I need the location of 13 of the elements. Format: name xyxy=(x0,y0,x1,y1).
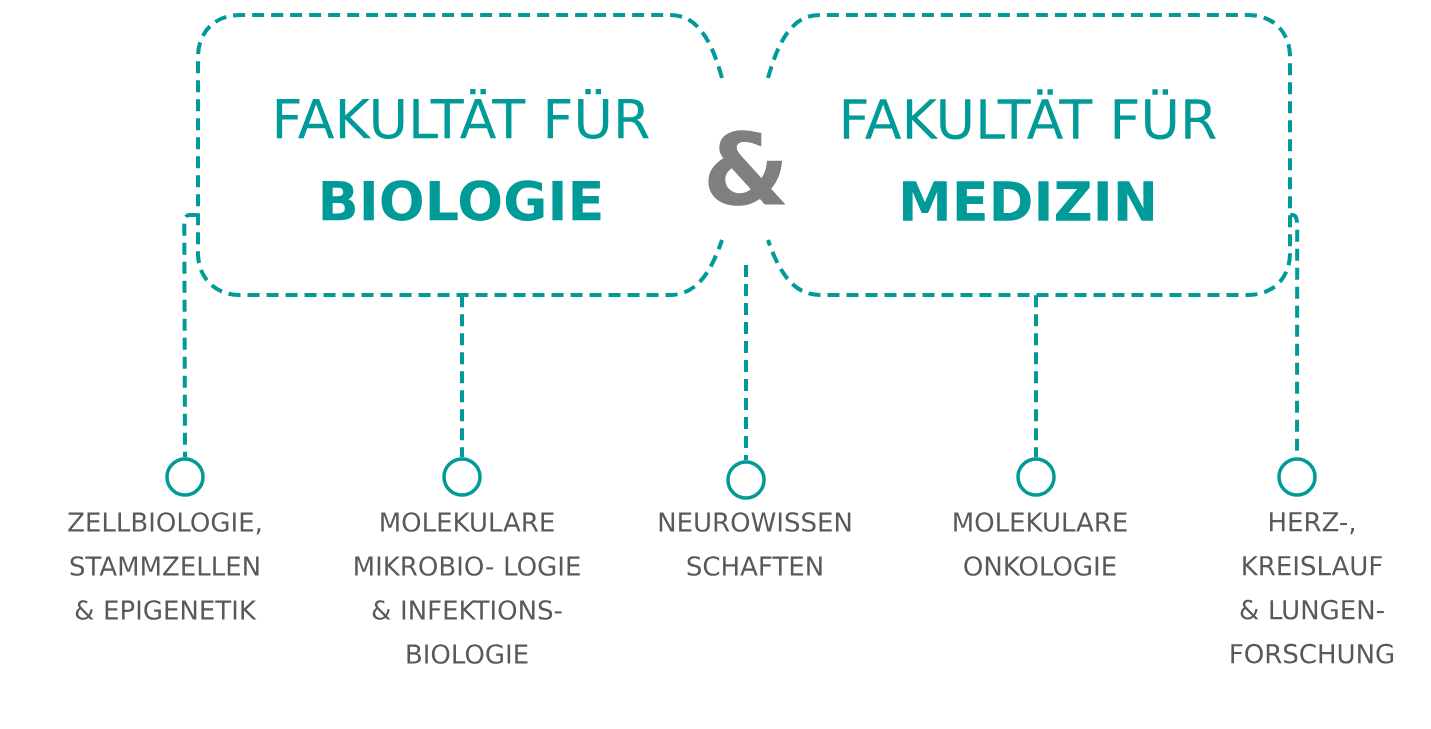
connector-line xyxy=(460,295,464,458)
circle-marker xyxy=(1277,457,1317,497)
circle-marker xyxy=(1016,457,1056,497)
circle-marker xyxy=(165,457,205,497)
node-caption: HERZ-, KREISLAUF & LUNGEN- FORSCHUNG xyxy=(1231,512,1394,664)
node-caption: MOLEKULARE ONKOLOGIE xyxy=(954,512,1127,576)
node-caption: MOLEKULARE MIKROBIO- LOGIE & INFEKTIONS- BIOLOGIE xyxy=(355,512,580,664)
circle-marker xyxy=(442,457,482,497)
connector-line xyxy=(744,265,748,461)
node-caption: NEUROWISSEN SCHAFTEN xyxy=(659,512,851,576)
connector-line xyxy=(1034,295,1038,458)
circle-marker xyxy=(726,460,766,500)
node-caption: ZELLBIOLOGIE, STAMMZELLEN & EPIGENETIK xyxy=(68,512,261,620)
